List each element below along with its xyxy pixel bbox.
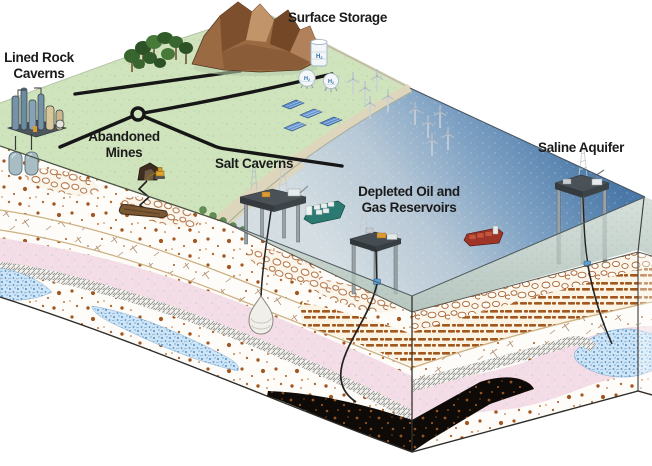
svg-text:H2: H2: [316, 54, 323, 60]
aquifer-band: [91, 305, 239, 372]
label-saline-aquifer: Saline Aquifer: [538, 140, 624, 156]
mountain-icon: [191, 1, 321, 76]
salt-cavern-well: [260, 210, 272, 298]
brick-rock-layer: [412, 266, 652, 368]
industrial-plant-icon: [6, 87, 68, 138]
oil-gas-reservoir-icon: [412, 377, 534, 452]
mine-entrance-icon: [137, 162, 159, 181]
label-line: Salt Caverns: [215, 156, 294, 171]
h2-cylinder-tank-icon: H2: [310, 38, 328, 67]
label-line: Lined Rock: [4, 50, 74, 65]
mine-tunnel-icon: [118, 203, 168, 219]
label-line: Saline Aquifer: [538, 140, 625, 155]
depleted-reservoir-platform-icon: [348, 207, 403, 296]
well-line-icon: [260, 210, 272, 298]
oil-gas-reservoir-icon: [267, 391, 412, 452]
h2-sphere-tanks-icon: H2 H2: [298, 69, 340, 92]
label-surface-storage: Surface Storage: [288, 10, 387, 26]
rock-cavern-tanks-icon: [8, 134, 39, 176]
cross-section-right-face: [412, 252, 652, 452]
salt-caverns-platform-icon: [239, 159, 309, 245]
label-line: Abandoned: [88, 129, 160, 144]
well-line-icon: [339, 283, 378, 403]
label-salt-caverns: Salt Caverns: [215, 156, 294, 172]
pink-rock-layer: [0, 238, 412, 410]
saline-aquifer-pocket-icon: [573, 328, 652, 378]
label-line: Gas Reservoirs: [361, 200, 457, 215]
trees-icon: [124, 32, 193, 72]
svg-text:H2: H2: [328, 79, 334, 85]
pipeline-icon: [136, 112, 344, 168]
solar-panels-icon: [281, 99, 343, 132]
shale-layer: [412, 336, 596, 392]
block-edges: [0, 87, 652, 453]
svg-text:H2: H2: [304, 76, 310, 82]
well-line-icon: [587, 265, 613, 345]
label-line: Caverns: [13, 66, 65, 81]
cargo-ship-icon: [303, 200, 346, 225]
label-line: Surface Storage: [288, 10, 388, 25]
shale-layer: [0, 262, 412, 422]
label-lined-rock-caverns: Lined Rock Caverns: [0, 50, 78, 82]
side-sliver-face: [638, 252, 652, 398]
label-line: Mines: [105, 145, 143, 160]
pipeline-icon: [73, 69, 242, 96]
label-abandoned-mines: Abandoned Mines: [82, 129, 166, 161]
excavator-icon: [146, 167, 165, 181]
cobble-layer: [412, 252, 652, 334]
salt-cavern-teardrop-icon: [248, 295, 274, 335]
label-depleted-oil-gas-reservoirs: Depleted Oil and Gas Reservoirs: [354, 184, 464, 216]
tanker-ship-icon: [463, 225, 504, 247]
pipeline-junction-icon: [130, 106, 146, 122]
label-line: Depleted Oil and: [358, 184, 460, 199]
pipeline-icon: [58, 112, 140, 149]
